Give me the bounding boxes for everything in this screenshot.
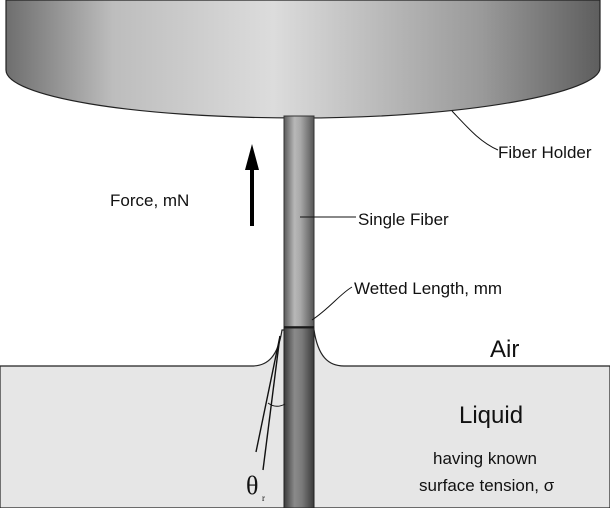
contact-angle-tangent: [255, 335, 281, 453]
liquid-label: Liquid: [459, 402, 523, 429]
wetted-length-label: Wetted Length, mm: [354, 279, 502, 298]
wetted-length-leader: [311, 286, 353, 321]
fiber-holder-label: Fiber Holder: [498, 143, 592, 162]
contact-angle-arc: [267, 402, 286, 407]
liquid-note-line1: having known: [433, 449, 537, 468]
contact-angle-subscript: r: [262, 493, 265, 503]
liquid-note-line2: surface tension, σ: [419, 476, 555, 495]
fiber-holder-leader: [451, 110, 499, 151]
fiber-holder: [5, 0, 601, 119]
single-fiber: [283, 115, 315, 329]
contact-angle-vertical: [262, 335, 281, 471]
force-label: Force, mN: [110, 191, 189, 210]
single-fiber-label: Single Fiber: [358, 210, 449, 229]
air-label: Air: [490, 336, 519, 363]
force-arrow-head: [245, 144, 259, 170]
contact-angle-symbol: θ: [246, 471, 258, 500]
wetted-fiber: [283, 327, 315, 508]
